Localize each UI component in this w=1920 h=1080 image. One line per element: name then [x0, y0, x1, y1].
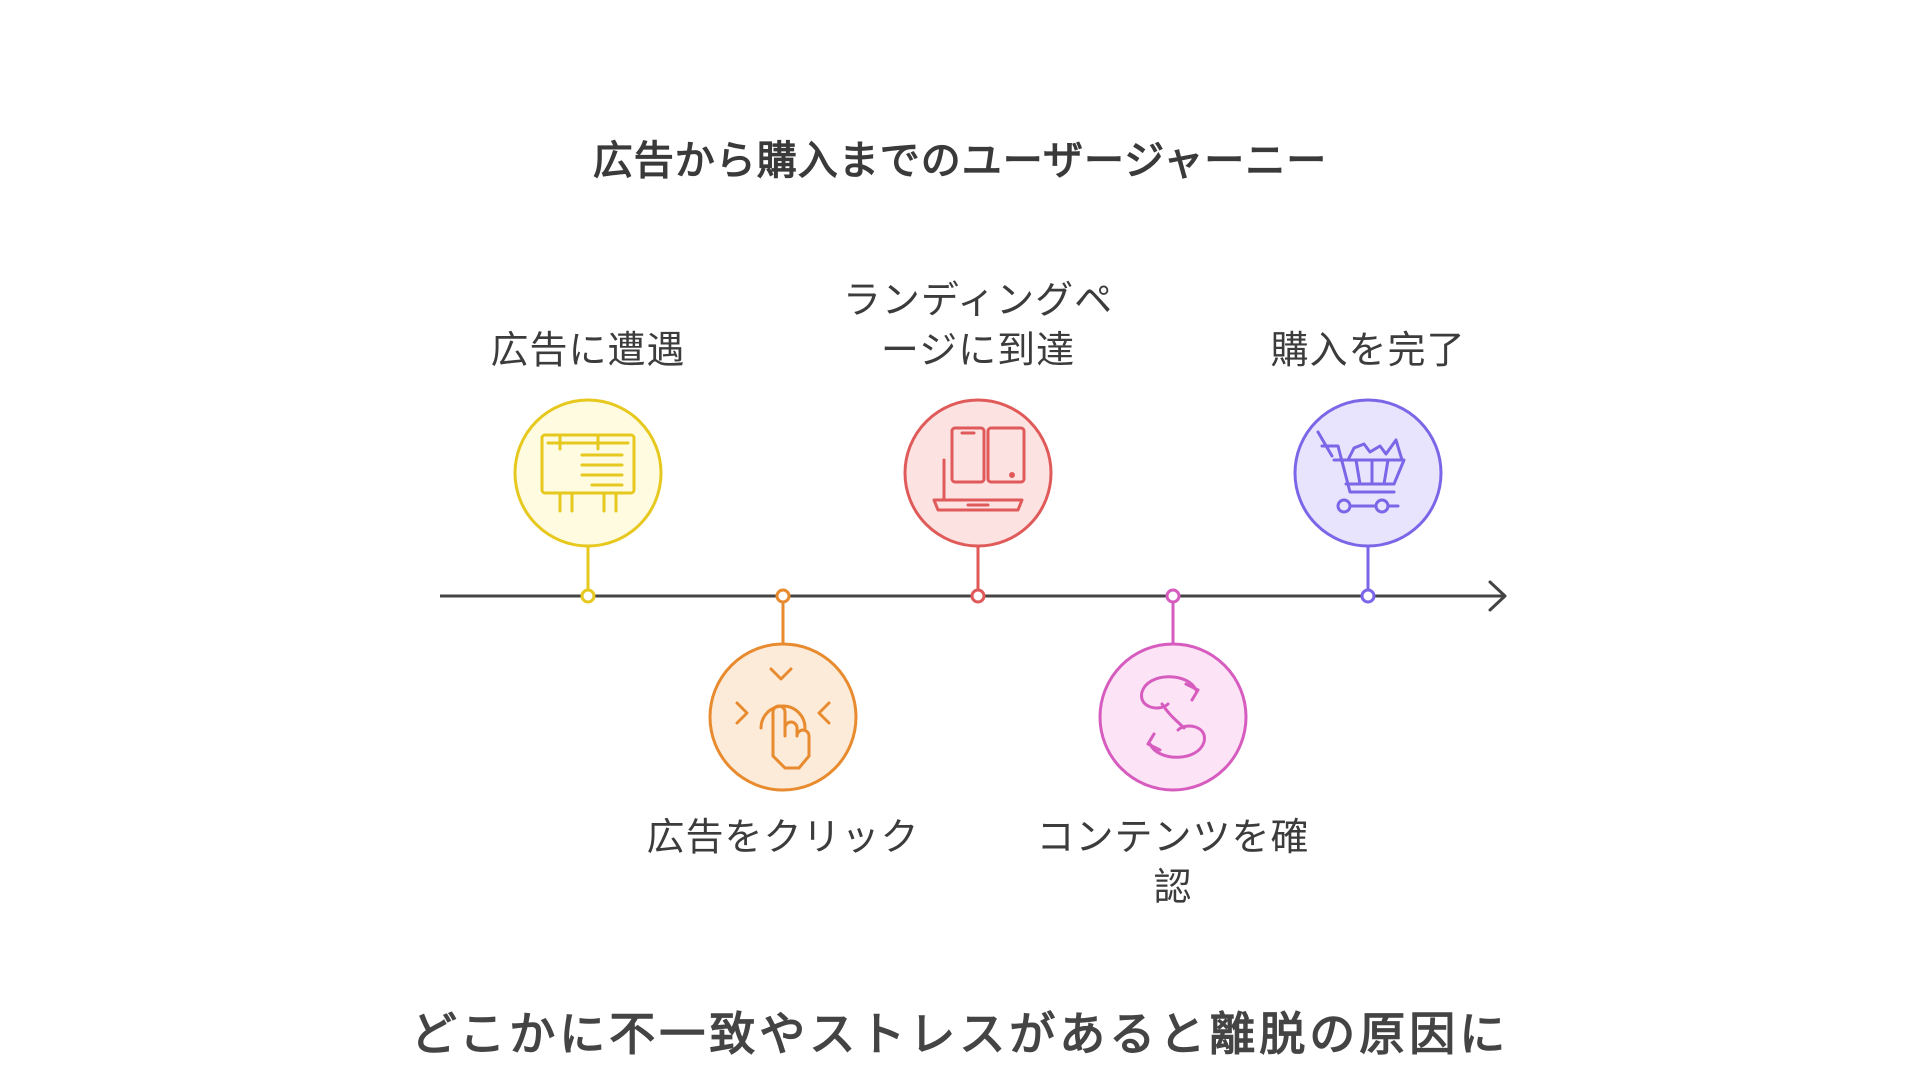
- step-1-label: 広告に遭遇: [490, 328, 686, 372]
- diagram-title: 広告から購入までのユーザージャーニー: [592, 138, 1328, 184]
- step-5-label: 購入を完了: [1270, 328, 1466, 372]
- step-2-node: [708, 588, 858, 792]
- review-content-icon: [1140, 675, 1206, 759]
- tap-click-icon: [735, 667, 831, 770]
- shopping-cart-icon: [1316, 430, 1406, 514]
- devices-icon: [932, 426, 1026, 512]
- step-3-node: [903, 398, 1053, 604]
- step-3-label: ランディングページに到達: [842, 278, 1114, 372]
- caption: どこかに不一致やストレスがあると離脱の原因に: [410, 1007, 1510, 1061]
- step-4-label: コンテンツを確認: [1036, 815, 1310, 909]
- step-1-node: [513, 398, 663, 604]
- step-5-node: [1293, 398, 1443, 604]
- timeline-arrowhead-icon: [1488, 580, 1507, 612]
- step-4-node: [1098, 588, 1248, 792]
- billboard-icon: [540, 433, 636, 513]
- step-2-label: 広告をクリック: [646, 815, 920, 859]
